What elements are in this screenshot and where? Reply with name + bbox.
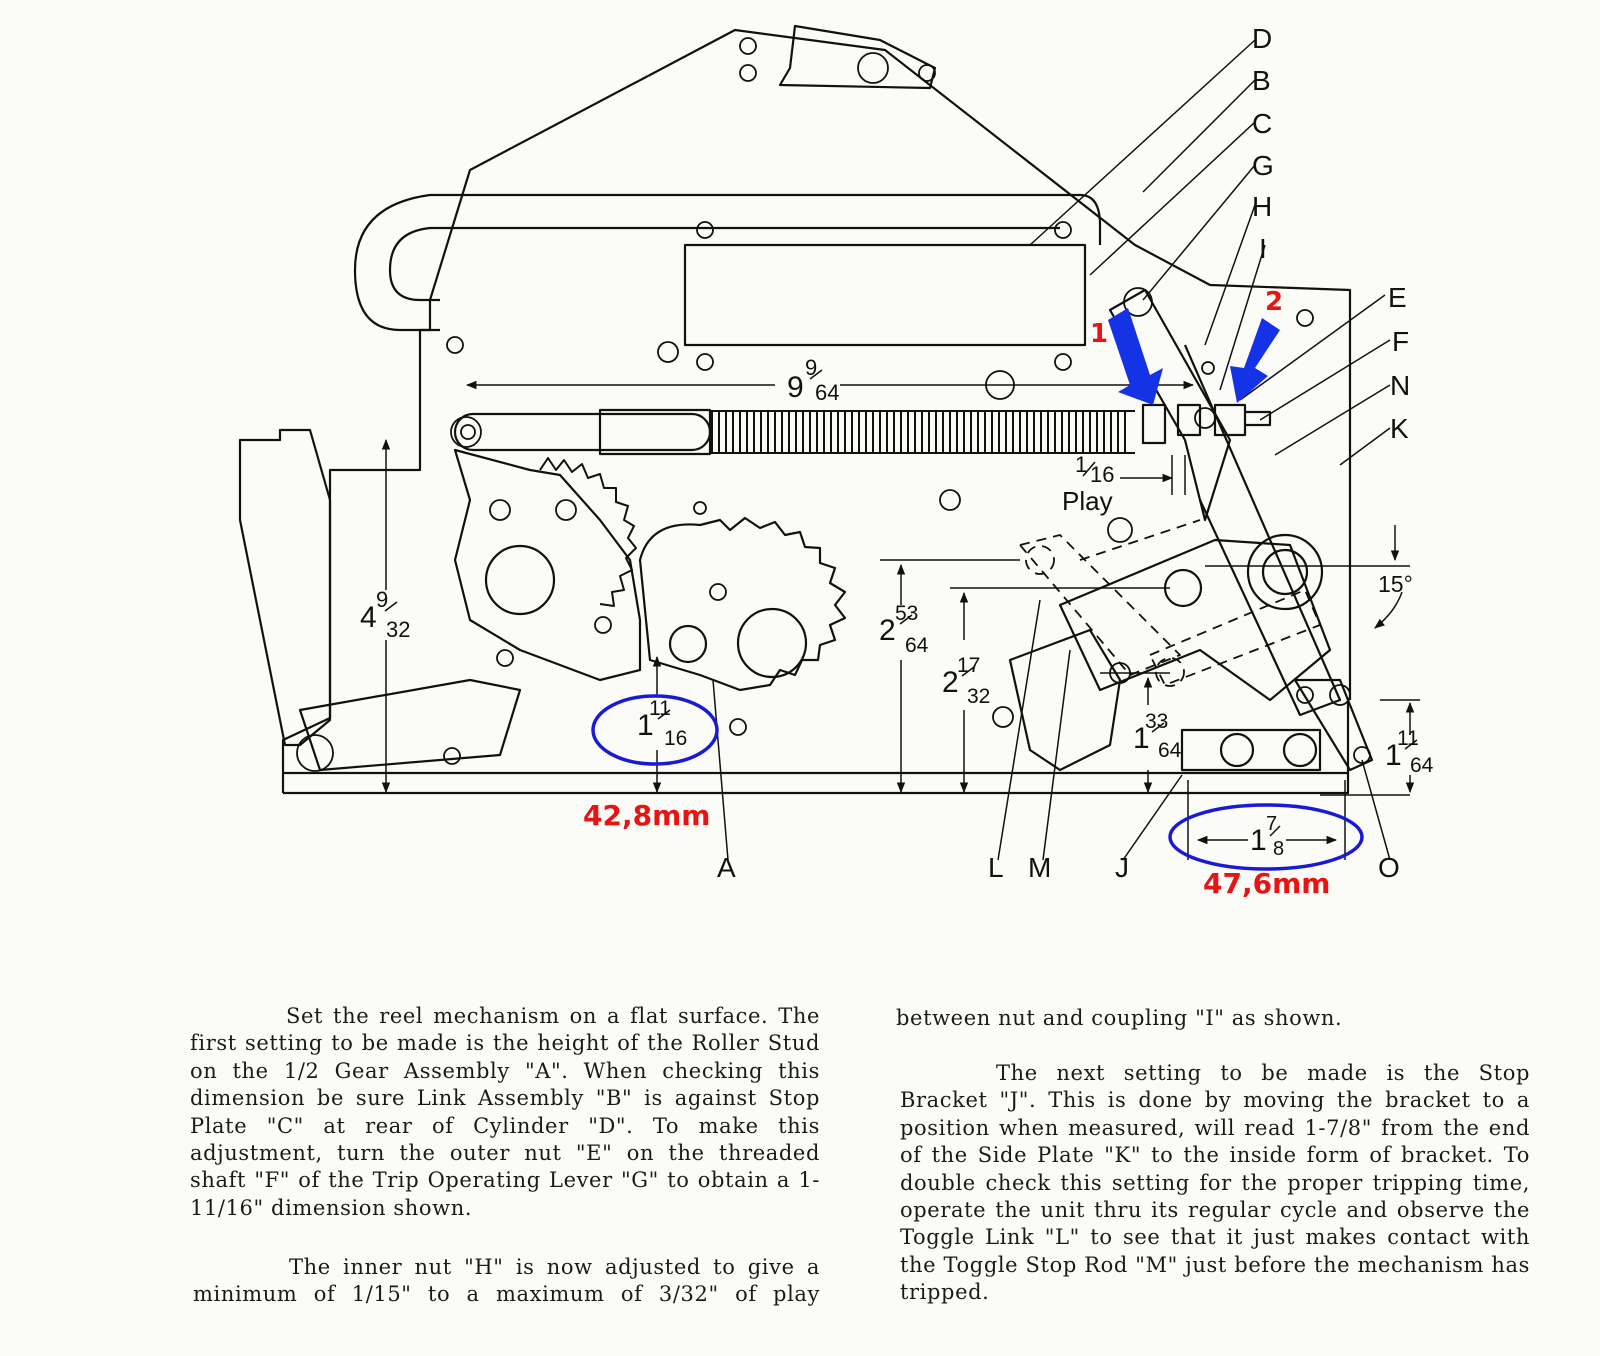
toggle-link-l xyxy=(1008,628,1122,772)
arrow-2-icon xyxy=(1230,318,1280,403)
dim-1-7-8-num: 7 xyxy=(1266,813,1277,835)
instructions-right-p1: between nut and coupling "I" as shown. xyxy=(896,1006,1343,1030)
dim-4-9-32-den: 32 xyxy=(386,617,410,642)
dim-2-17-32-num: 17 xyxy=(957,654,980,677)
dim-1-11-16-whole: 1 xyxy=(637,709,654,742)
label-e: E xyxy=(1388,282,1407,313)
dim-9-9-64-den: 64 xyxy=(815,380,839,405)
left-lever xyxy=(238,428,332,747)
instructions-left-p2: The inner nut "H" is now adjusted to giv… xyxy=(193,1255,820,1307)
label-i: I xyxy=(1259,233,1267,264)
dim-1-7-8-whole: 1 xyxy=(1250,824,1267,857)
dim-9-9-64-num: 9 xyxy=(805,355,817,380)
handle-loop xyxy=(353,193,1102,332)
dim-1-11-16-num: 11 xyxy=(649,697,671,720)
angle-label: 15° xyxy=(1378,571,1413,597)
reel-mechanism-diagram: D B C G H I E F N K A L M J O 9 9 64 4 9… xyxy=(238,23,1434,900)
dim-1-33-64-whole: 1 xyxy=(1133,722,1150,755)
label-o: O xyxy=(1378,852,1400,883)
label-c: C xyxy=(1252,108,1272,139)
play-label: Play xyxy=(1062,486,1113,516)
label-h: H xyxy=(1252,191,1272,222)
label-n: N xyxy=(1390,370,1410,401)
label-j: J xyxy=(1115,852,1129,883)
cylinder-d xyxy=(683,243,1087,347)
half-gear-a xyxy=(453,448,642,682)
top-bracket xyxy=(778,24,937,90)
instructions-right-p2: The next setting to be made is the Stop … xyxy=(900,1061,1530,1305)
highlight-ellipse-right xyxy=(1168,803,1364,871)
arrow-2-number: 2 xyxy=(1265,287,1283,317)
arrow-1-icon xyxy=(1108,308,1163,405)
dim-1-16-den: 16 xyxy=(1090,462,1114,487)
dim-1-7-8-den: 8 xyxy=(1273,838,1284,860)
nut-h xyxy=(1176,403,1202,437)
stop-bracket-j xyxy=(1180,728,1322,772)
label-m: M xyxy=(1028,852,1051,883)
dim-2-17-32-den: 32 xyxy=(967,685,990,708)
dim-2-53-64-num: 53 xyxy=(895,602,918,625)
dim-9-9-64-whole: 9 xyxy=(787,371,804,404)
threaded-shaft-f xyxy=(1245,410,1272,427)
arrow-1-number: 1 xyxy=(1090,319,1108,349)
lower-link xyxy=(298,678,522,772)
dim-1-11-64-den: 64 xyxy=(1410,754,1434,777)
dim-4-9-32-num: 9 xyxy=(376,587,388,612)
spring xyxy=(710,410,1135,454)
center-link xyxy=(1058,538,1332,702)
label-l: L xyxy=(988,852,1004,883)
highlight-ellipse-left xyxy=(591,694,719,766)
arm-o xyxy=(1293,678,1374,772)
dim-1-33-64-den: 64 xyxy=(1158,739,1182,762)
dim-2-53-64-whole: 2 xyxy=(879,614,896,647)
label-d: D xyxy=(1252,23,1272,54)
label-a: A xyxy=(717,852,736,883)
gear-b xyxy=(638,516,847,692)
mm-left-label: 42,8mm xyxy=(583,799,710,832)
dim-2-53-64-den: 64 xyxy=(905,634,929,657)
rod-sleeve xyxy=(598,408,712,456)
dim-1-16-num: 1 xyxy=(1075,452,1087,477)
side-plate-k xyxy=(1183,344,1342,717)
instructions-left-p1: Set the reel mechanism on a flat surface… xyxy=(190,1004,820,1220)
dim-1-11-64-num: 11 xyxy=(1397,727,1419,750)
label-f: F xyxy=(1392,326,1409,357)
coupling-i xyxy=(1141,403,1167,445)
rod-body xyxy=(453,412,712,452)
dim-4-9-32-whole: 4 xyxy=(360,601,377,634)
label-b: B xyxy=(1252,65,1271,96)
dim-2-17-32-whole: 2 xyxy=(942,666,959,699)
mm-right-label: 47,6mm xyxy=(1203,867,1330,900)
gear-teeth-left xyxy=(539,457,637,607)
dim-1-33-64-num: 33 xyxy=(1145,710,1168,733)
base-plate xyxy=(281,700,1350,795)
dim-1-11-16-den: 16 xyxy=(664,727,687,750)
label-k: K xyxy=(1390,413,1409,444)
dim-1-11-64-whole: 1 xyxy=(1385,739,1402,772)
label-g: G xyxy=(1252,150,1274,181)
